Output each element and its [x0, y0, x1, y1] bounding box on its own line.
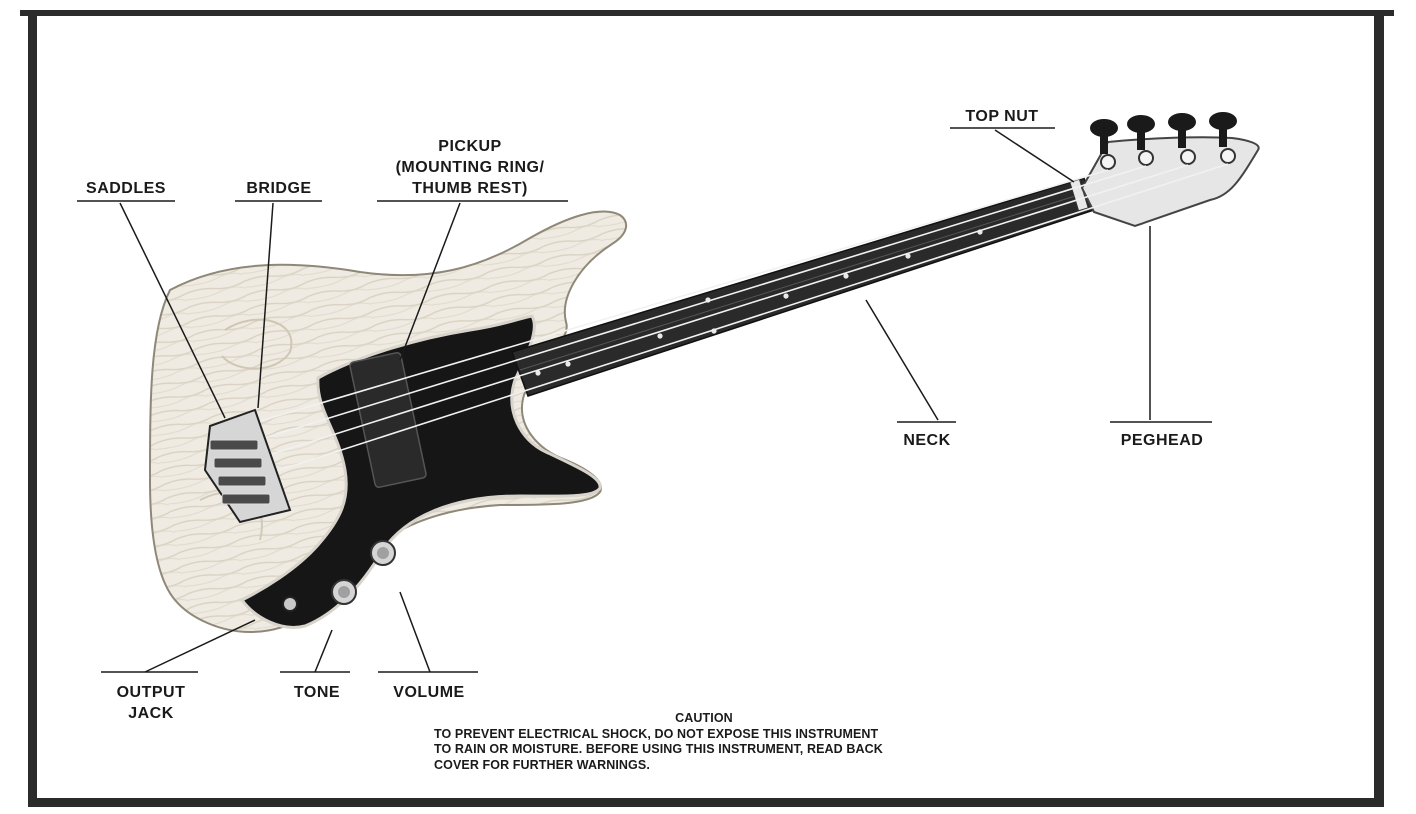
label-pickup-line3: THUMB REST)	[412, 180, 528, 197]
label-output-jack-line1: OUTPUT	[116, 684, 186, 701]
page-frame	[20, 10, 1394, 807]
label-peghead: PEGHEAD	[1120, 432, 1204, 449]
label-pickup-line2: (MOUNTING RING/	[395, 159, 545, 176]
volume-knob	[370, 540, 396, 566]
label-pickup-line1: PICKUP	[438, 138, 502, 155]
leader-lines	[77, 127, 1212, 673]
label-volume: VOLUME	[393, 684, 465, 701]
label-pickup: PICKUP (MOUNTING RING/ THUMB REST)	[370, 136, 570, 199]
label-bridge: BRIDGE	[246, 180, 312, 197]
label-saddles: SADDLES	[86, 180, 166, 197]
label-neck: NECK	[903, 432, 951, 449]
caution-heading: CAUTION	[675, 711, 733, 725]
caution-line-2: TO RAIN OR MOISTURE. BEFORE USING THIS I…	[434, 742, 883, 756]
caution-notice: CAUTION TO PREVENT ELECTRICAL SHOCK, DO …	[434, 711, 1014, 773]
strings	[229, 163, 1229, 485]
tone-knob	[331, 579, 357, 605]
peghead	[1080, 112, 1260, 228]
saddles	[209, 439, 271, 505]
label-output-jack: OUTPUT JACK	[98, 682, 204, 724]
label-tone: TONE	[293, 684, 341, 701]
caution-line-1: TO PREVENT ELECTRICAL SHOCK, DO NOT EXPO…	[434, 726, 879, 741]
tuner-peg-4	[1209, 112, 1237, 164]
caution-line-3: COVER FOR FURTHER WARNINGS.	[434, 757, 650, 772]
label-output-jack-line2: JACK	[128, 705, 174, 722]
label-top-nut: TOP NUT	[965, 108, 1039, 125]
tuner-peg-1	[1090, 119, 1118, 170]
output-jack	[282, 596, 298, 612]
tuner-peg-3	[1168, 113, 1196, 165]
tuner-peg-2	[1127, 115, 1155, 166]
